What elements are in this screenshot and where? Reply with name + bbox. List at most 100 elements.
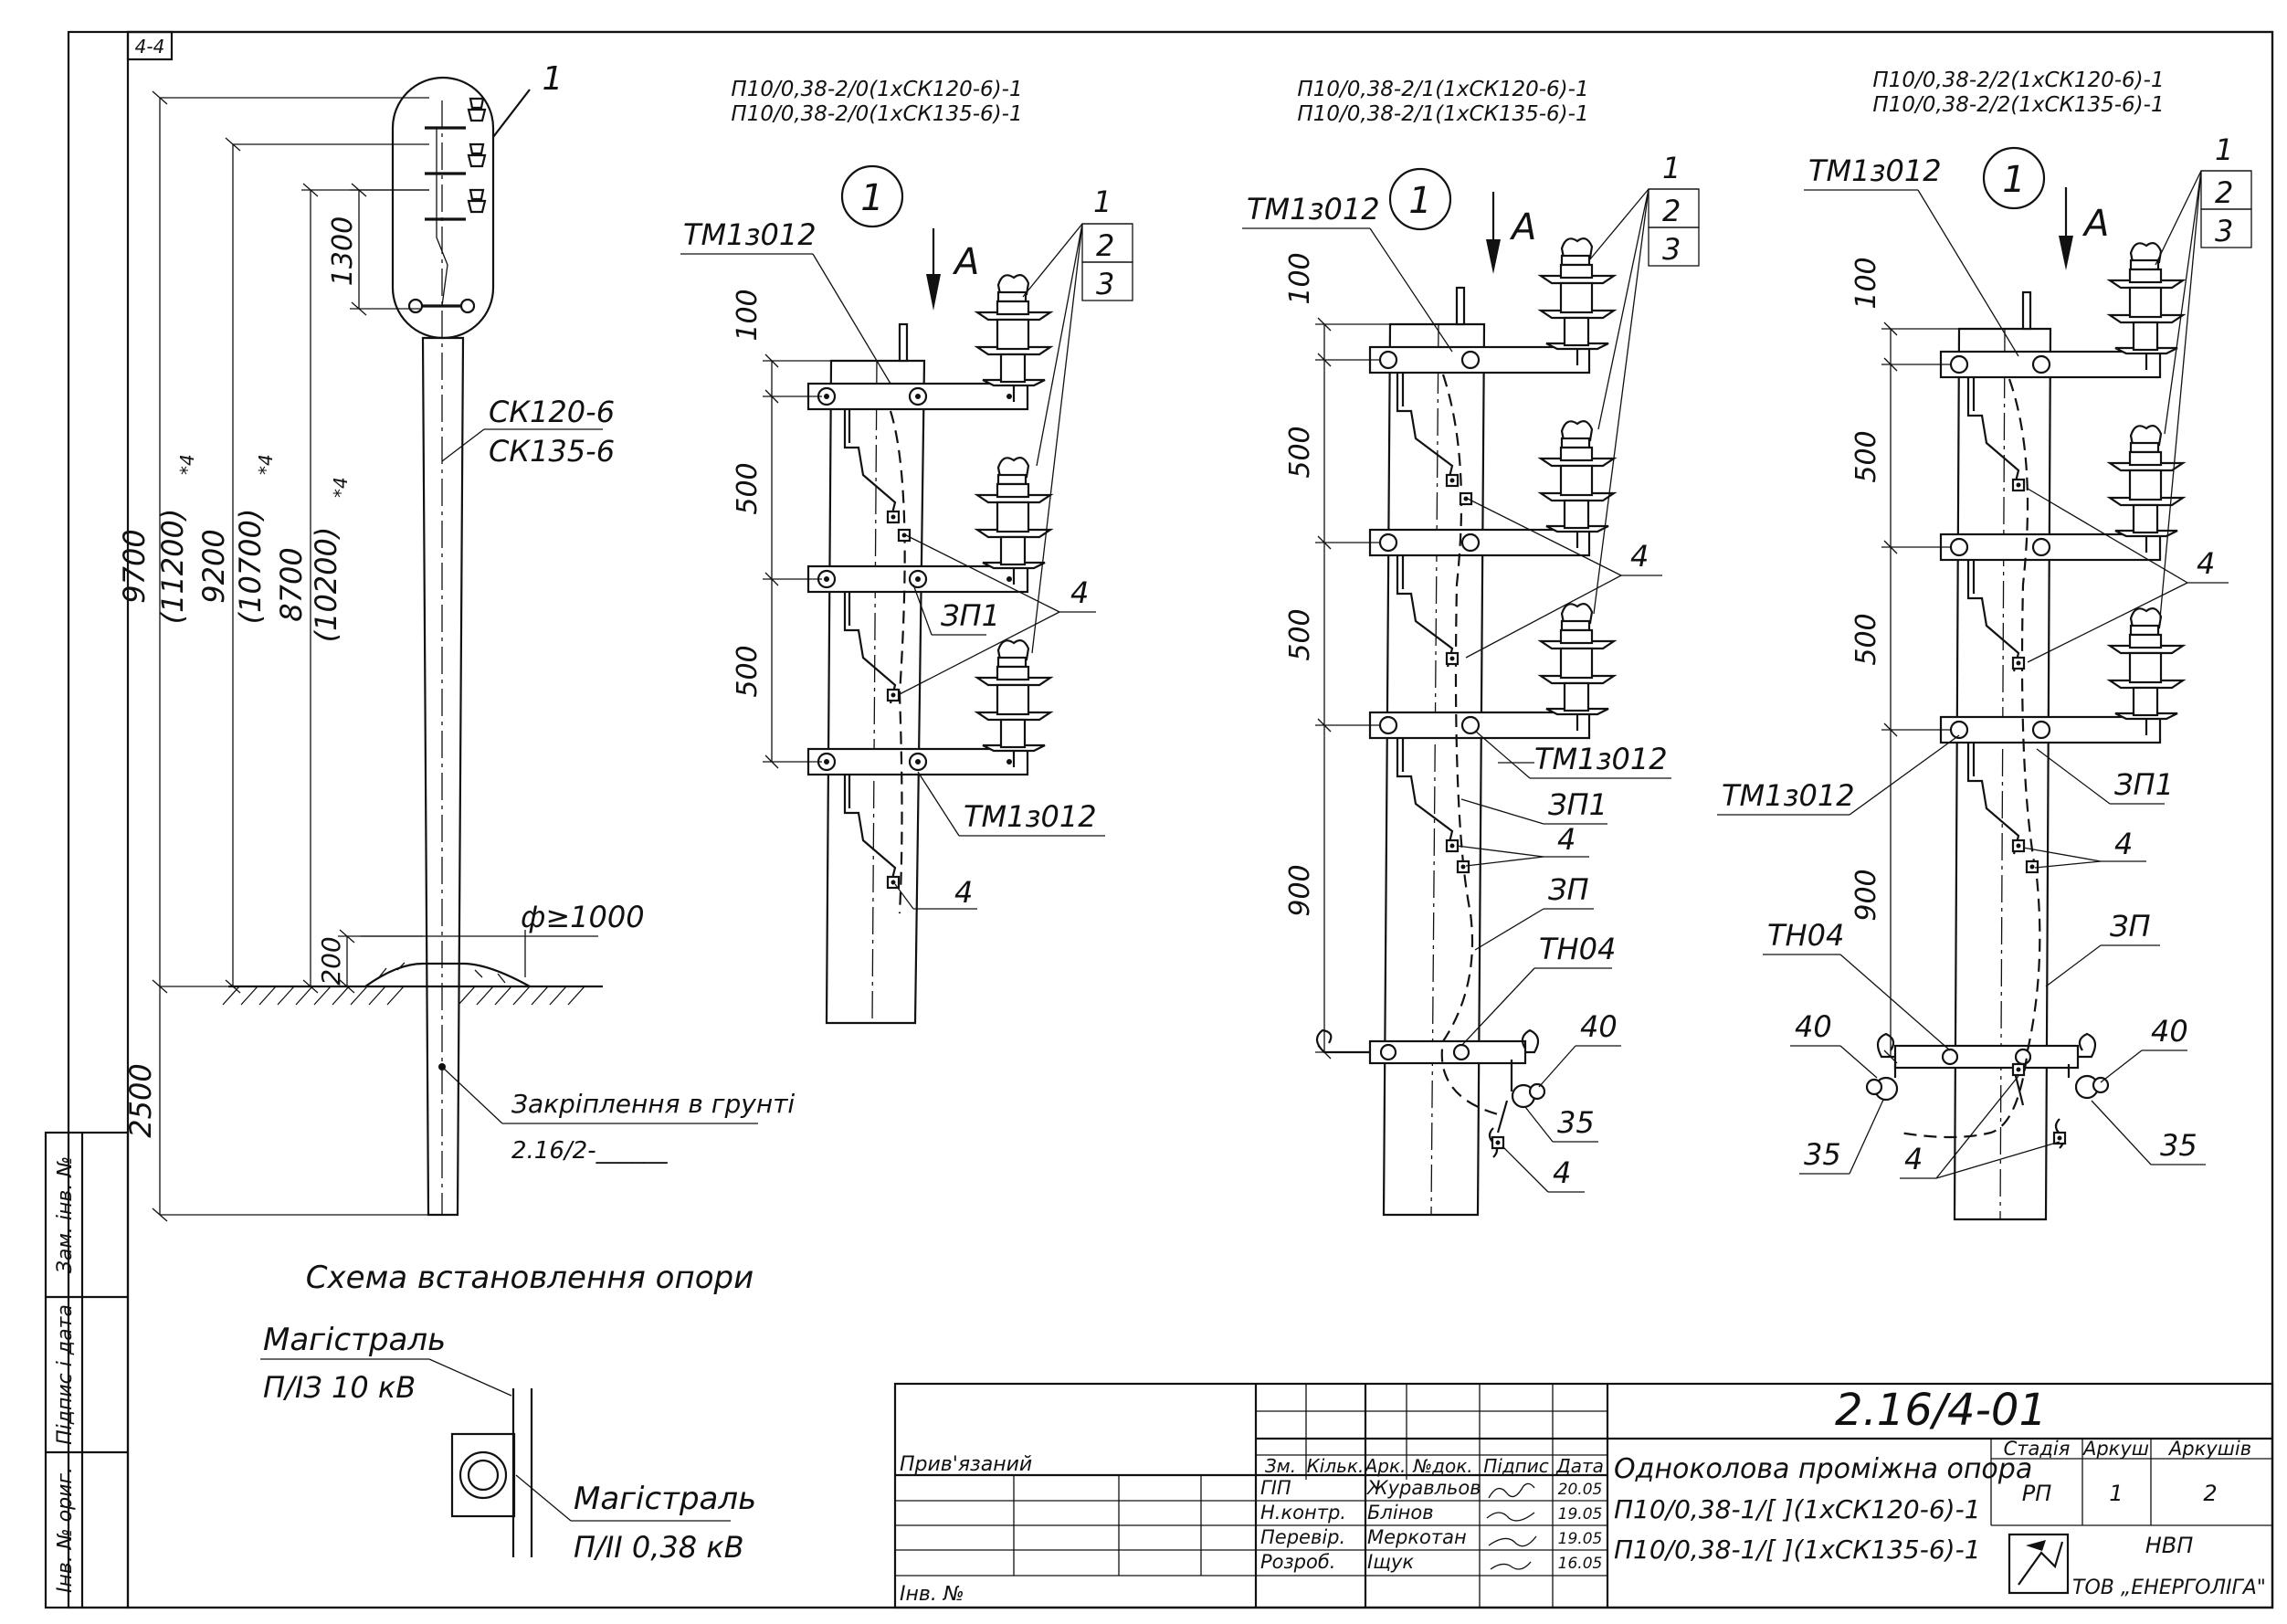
- sheets-value: 2: [2203, 1481, 2217, 1506]
- legend-bottom-line2: П/ІІ 0,38 кВ: [574, 1530, 744, 1565]
- variant-2-num-2: 2: [1662, 194, 1681, 228]
- variant-2-ground-wire: ЗП: [1548, 872, 1589, 907]
- stage-value: РП: [2022, 1481, 2052, 1506]
- sheet-mark-box: [126, 30, 174, 61]
- variant-1-title-1: П10/0,38-2/0(1хСК120-6)-1: [731, 78, 1022, 101]
- doc-title-1: Одноколова проміжна опора: [1614, 1453, 2032, 1485]
- row-role-4: Розроб.: [1260, 1551, 1335, 1573]
- col-data: Дата: [1555, 1455, 1604, 1477]
- installation-scheme: 1: [117, 60, 795, 1296]
- base-diameter: ф≥1000: [521, 900, 645, 934]
- variant-2-dim-1: 500: [1284, 426, 1316, 478]
- variant-1-num-3: 3: [1096, 267, 1114, 301]
- variant-1-callout: 1: [860, 177, 883, 219]
- variant-1-dim-2: 500: [732, 645, 764, 697]
- col-ark: Арк.: [1364, 1455, 1407, 1477]
- variant-3-dim-top: 100: [1850, 257, 1882, 309]
- variant-2-num-1: 1: [1662, 151, 1681, 185]
- variant-3-bracket: ТН04: [1767, 918, 1844, 953]
- variant-1-num-4b: 4: [954, 875, 973, 910]
- row-role-1: ГІП: [1260, 1477, 1291, 1499]
- variant-2-num-3: 3: [1662, 232, 1681, 267]
- row-date-3: 19.05: [1558, 1530, 1603, 1548]
- col-pidpys: Підпис: [1483, 1455, 1549, 1477]
- variant-1-crossarm-bottom: ТМ1з012: [964, 799, 1097, 834]
- dim-base: 200: [316, 936, 346, 985]
- variant-2-num-4b: 4: [1557, 822, 1576, 857]
- callout-number: 1: [543, 60, 564, 98]
- variant-3-num-40-left: 40: [1795, 1009, 1832, 1044]
- pole-type-1: СК120-6: [489, 395, 615, 429]
- pole-elevation: [421, 336, 465, 1217]
- dim-height-2-alt: (10700): [233, 509, 268, 625]
- variant-1-arrow-label: А: [952, 241, 979, 283]
- col-kilk: Кільк.: [1307, 1455, 1365, 1477]
- variant-1-crossarm-top: ТМ1з012: [683, 217, 817, 252]
- row-date-1: 20.05: [1558, 1481, 1603, 1499]
- variant-3-num-40-right: 40: [2151, 1014, 2188, 1049]
- variant-2-detail: П10/0,38-2/1(1хСК120-6)-1 П10/0,38-2/1(1…: [1242, 78, 1700, 1217]
- dim-note-1: *4: [176, 454, 198, 475]
- variant-3-dim-3: 900: [1850, 869, 1882, 921]
- installation-caption: Схема встановлення опори: [306, 1260, 754, 1296]
- side-stamp: Зам. інв. № Підпис і дата Інв. № ориг.: [44, 1131, 130, 1609]
- variant-3-crossarm-2: ТМ1з012: [1722, 778, 1855, 813]
- dim-note-3: *4: [330, 477, 352, 498]
- variant-3-title-2: П10/0,38-2/2(1хСК135-6)-1: [1872, 93, 2164, 117]
- variant-3-dim-2: 500: [1850, 613, 1882, 665]
- variant-1-detail: П10/0,38-2/0(1хСК120-6)-1 П10/0,38-2/0(1…: [680, 78, 1133, 1025]
- legend-bottom-line1: Магістраль: [574, 1481, 756, 1517]
- variant-3-num-2: 2: [2215, 175, 2233, 210]
- stage-header: Стадія: [2004, 1438, 2071, 1460]
- col-zm: Зм.: [1265, 1455, 1296, 1477]
- row-name-3: Меркотан: [1367, 1526, 1467, 1548]
- variant-3-num-35-left: 35: [1804, 1137, 1841, 1172]
- variant-2-num-35: 35: [1557, 1105, 1595, 1140]
- variant-1-title-2: П10/0,38-2/0(1хСК135-6)-1: [731, 102, 1022, 126]
- fixing-label: Закріплення в грунті: [511, 1089, 795, 1119]
- variant-3-callout: 1: [2002, 159, 2025, 201]
- privyaz-label: Прив'язаний: [900, 1453, 1032, 1476]
- variant-2-dim-top: 100: [1284, 252, 1316, 304]
- sheets-header: Аркушів: [2167, 1438, 2251, 1460]
- dim-height-1: 9700: [117, 529, 152, 603]
- variant-3-detail: П10/0,38-2/2(1хСК120-6)-1 П10/0,38-2/2(1…: [1717, 69, 2252, 1221]
- variant-3-ground-lead: ЗП1: [2114, 767, 2174, 802]
- variant-2-bracket: ТН04: [1539, 932, 1616, 966]
- variant-2-num-40: 40: [1580, 1009, 1618, 1044]
- variant-1-dim-top: 100: [732, 289, 764, 341]
- variant-3-num-4: 4: [2197, 546, 2215, 581]
- variant-2-crossarm-top: ТМ1з012: [1247, 192, 1380, 227]
- variant-2-dim-2: 500: [1284, 608, 1316, 660]
- row-name-4: Іщук: [1367, 1551, 1414, 1573]
- variant-3-arrow-label: А: [2081, 203, 2109, 245]
- variant-3-num-4c: 4: [1904, 1142, 1923, 1176]
- stamp-replaced-inv: Зам. інв. №: [54, 1156, 77, 1274]
- stamp-original-inv: Інв. № ориг.: [54, 1467, 77, 1593]
- pole-type-2: СК135-6: [489, 434, 615, 469]
- variant-3-num-3: 3: [2215, 214, 2233, 248]
- dim-top: 1300: [327, 216, 359, 286]
- dim-height-1-alt: (11200): [155, 509, 190, 625]
- legend: Магістраль П/ІЗ 10 кВ Магістраль П/ІІ 0,…: [260, 1322, 756, 1565]
- variant-2-num-4c: 4: [1553, 1155, 1571, 1190]
- sheet-mark: 4-4: [135, 36, 165, 58]
- title-block: 2.16/4-01 Прив'язаний Інв. № Зм. Кільк. …: [893, 1382, 2274, 1609]
- org-line-1: НВП: [2145, 1533, 2194, 1558]
- variant-3-num-4b: 4: [2114, 827, 2133, 861]
- row-name-1: Журавльов: [1365, 1477, 1481, 1499]
- variant-3-num-35-right: 35: [2160, 1128, 2197, 1163]
- col-ndok: №док.: [1412, 1455, 1472, 1477]
- legend-top-line2: П/ІЗ 10 кВ: [263, 1370, 416, 1405]
- sheet-value: 1: [2109, 1481, 2123, 1506]
- fixing-ref: 2.16/2-______: [511, 1137, 669, 1165]
- company-logo-icon: [2008, 1533, 2070, 1595]
- variant-2-crossarm-2: ТМ1з012: [1534, 742, 1668, 776]
- dim-height-3: 8700: [274, 547, 309, 621]
- variant-1-num-1: 1: [1093, 185, 1112, 219]
- variant-2-title-2: П10/0,38-2/1(1хСК135-6)-1: [1297, 102, 1588, 126]
- inv-label: Інв. №: [900, 1583, 964, 1606]
- signatures: [1486, 1482, 1537, 1570]
- dim-height-3-alt: (10200): [309, 527, 343, 643]
- dim-depth: 2500: [123, 1063, 158, 1137]
